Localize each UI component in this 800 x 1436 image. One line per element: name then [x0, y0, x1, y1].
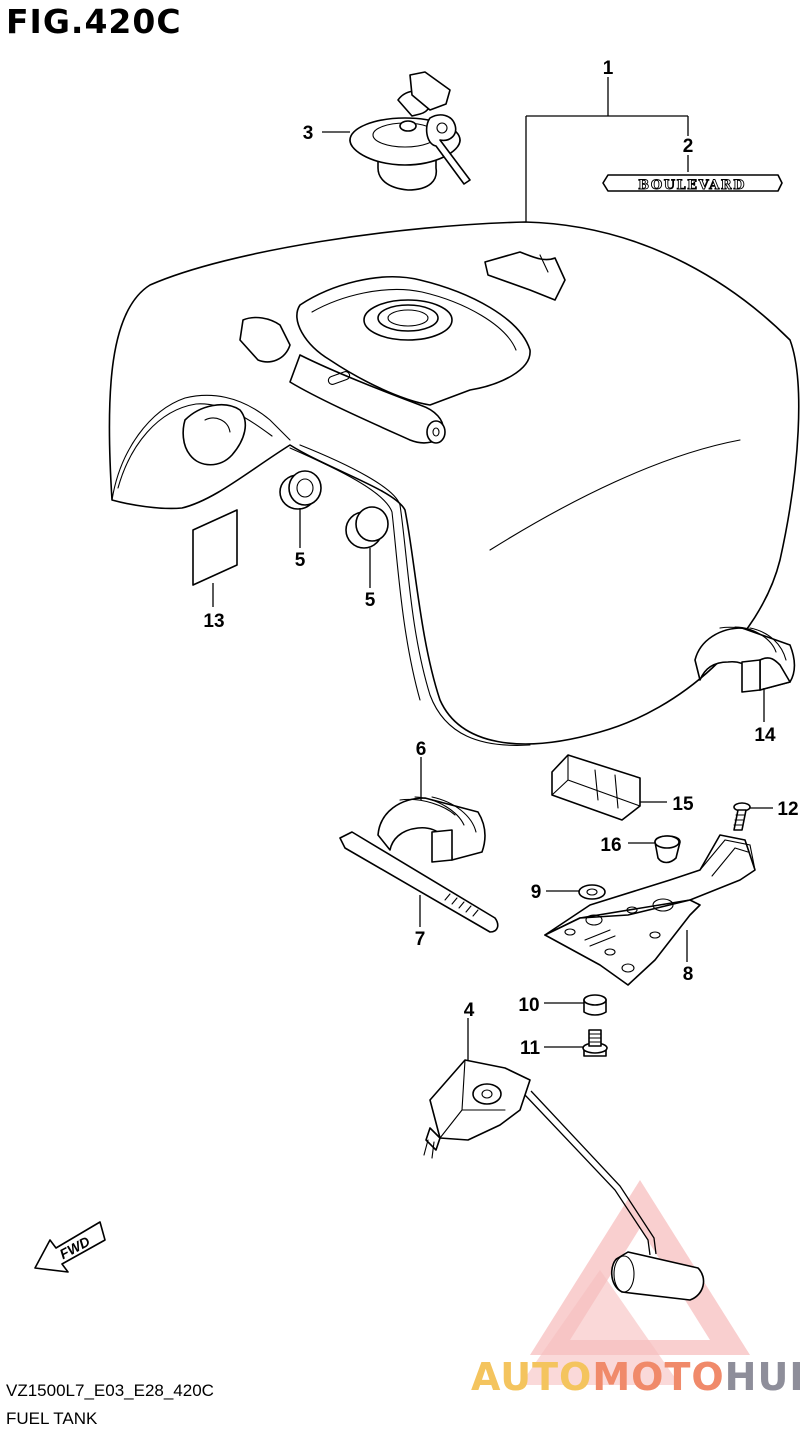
fuel-tank — [108, 221, 800, 746]
watermark-part-3: HUB — [724, 1355, 800, 1399]
cushion-14 — [694, 626, 796, 693]
screw-12 — [733, 802, 751, 831]
footer-model-code: VZ1500L7_E03_E28_420C — [6, 1381, 214, 1400]
callout-6: 6 — [416, 739, 427, 760]
callout-11: 11 — [520, 1038, 541, 1059]
grommet-lower — [345, 506, 389, 549]
cushion-10 — [583, 994, 607, 1016]
callout-5-upper: 5 — [295, 550, 306, 571]
watermark-text: AUTOMOTOHUB — [471, 1355, 800, 1399]
callout-3: 3 — [303, 123, 314, 144]
bracket-8 — [544, 834, 756, 986]
leader-lines — [212, 77, 773, 1060]
label-sticker — [192, 509, 238, 586]
cushion-6 — [377, 796, 486, 863]
watermark-part-1: AUTO — [471, 1355, 593, 1399]
callout-13: 13 — [203, 611, 224, 632]
footer-part-name: FUEL TANK — [6, 1409, 98, 1428]
emblem-text: BOULEVARD — [638, 178, 746, 193]
fuel-level-gauge — [423, 1059, 705, 1301]
callout-15: 15 — [672, 794, 694, 815]
callout-2: 2 — [683, 136, 694, 157]
figure-title: FIG.420C — [6, 2, 182, 41]
callout-16: 16 — [600, 835, 621, 856]
fuel-cap — [349, 71, 471, 191]
tie-band — [339, 831, 499, 933]
grommet-upper — [279, 470, 322, 510]
callout-7: 7 — [415, 929, 426, 950]
cushion-16 — [654, 835, 681, 864]
callout-8: 8 — [683, 964, 694, 985]
callout-9: 9 — [531, 882, 542, 903]
bolt-11 — [582, 1029, 608, 1057]
washer-9 — [578, 884, 606, 900]
damper-15 — [551, 754, 641, 821]
callout-5-lower: 5 — [365, 590, 376, 611]
callout-4: 4 — [464, 1000, 475, 1021]
callout-numbers: 1 2 3 5 5 13 14 6 15 12 16 9 7 8 4 10 11 — [203, 58, 798, 1059]
callout-14: 14 — [754, 725, 776, 746]
boulevard-emblem: BOULEVARD — [602, 174, 783, 193]
callout-12: 12 — [777, 799, 798, 820]
fwd-arrow: FWD — [34, 1221, 106, 1273]
callout-1: 1 — [603, 58, 614, 79]
watermark-part-2: MOTO — [592, 1355, 725, 1399]
callout-10: 10 — [518, 995, 539, 1016]
